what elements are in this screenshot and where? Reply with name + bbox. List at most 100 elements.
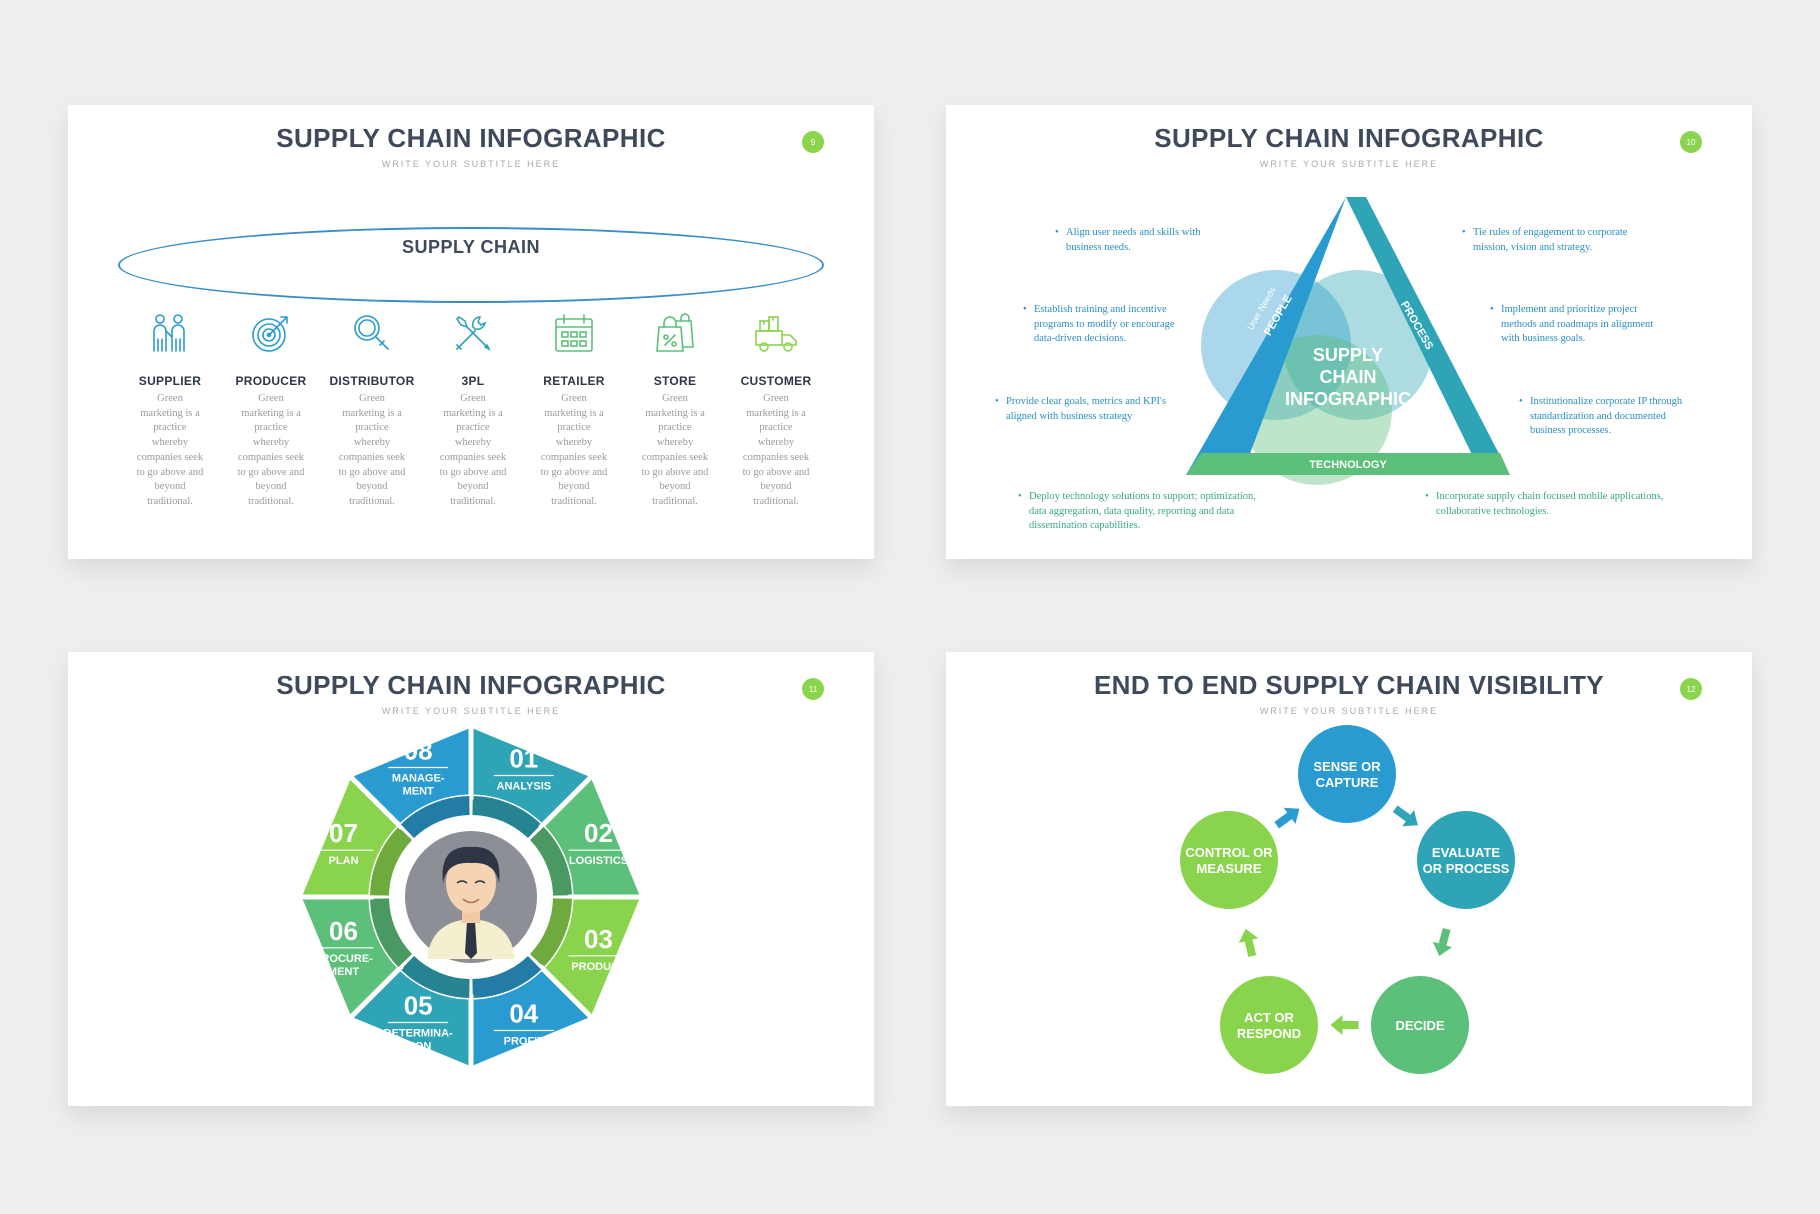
triangle-base [1186, 453, 1510, 475]
flow-arrow [1274, 807, 1300, 829]
cycle-step-label: ACT OR [1244, 1010, 1294, 1025]
segment-label: PLAN [329, 855, 359, 867]
flow-arrow [1392, 805, 1418, 827]
technology-sub-label: IT Capabilities [1320, 484, 1377, 494]
slide-subtitle: WRITE YOUR SUBTITLE HERE [1259, 706, 1439, 716]
column-label: RETAILER [543, 374, 605, 388]
worker-icon [153, 314, 185, 352]
column-description: Green marketing is a practice whereby co… [641, 393, 709, 507]
page-number-badge: 12 [1680, 678, 1702, 700]
cycle-step-label: OR PROCESS [1423, 861, 1510, 876]
segment-number: 07 [329, 818, 358, 848]
slide-title: SUPPLY CHAIN INFOGRAPHIC [276, 670, 666, 700]
bullet-people-2: Establish training and incentiveprograms… [1023, 303, 1175, 347]
column-label: DISTRIBUTOR [329, 374, 415, 388]
supply-chain-arc [118, 227, 824, 303]
segment-label: MENT [403, 786, 434, 798]
segment-number: 05 [404, 990, 433, 1020]
calendar-icon [555, 314, 593, 352]
column-label: SUPPLIER [138, 374, 202, 388]
center-label-line: SUPPLY [1313, 345, 1383, 365]
slide-process-wheel[interactable]: SUPPLY CHAIN INFOGRAPHIC WRITE YOUR SUBT… [68, 652, 874, 1106]
segment-label: ANALYSIS [497, 781, 552, 793]
cycle-step-label: MEASURE [1196, 861, 1261, 876]
magnifier-icon [354, 315, 389, 350]
column-description: Green marketing is a practice whereby co… [540, 393, 608, 507]
avatar-face [446, 853, 496, 913]
segment-label: PROCURE- [314, 953, 373, 965]
avatar-tie [465, 921, 477, 959]
bullet-process-1: Tie rules of engagement to corporatemiss… [1462, 226, 1627, 255]
bullet-process-3: Institutionalize corporate IP throughsta… [1519, 395, 1682, 439]
segment-label: DETERMINA- [384, 1027, 453, 1039]
cycle-step-label: EVALUATE [1432, 845, 1500, 860]
segment-label: LOGISTICS [569, 855, 628, 867]
wheel-inner-ring-segment [472, 955, 542, 998]
flow-arrow [1432, 927, 1453, 956]
column-label: PRODUCER [235, 374, 307, 388]
wheel-inner-ring-segment [472, 796, 542, 839]
segment-number: 06 [329, 916, 358, 946]
column-description: Green marketing is a practice whereby co… [742, 393, 810, 507]
flow-arrow [1330, 1015, 1359, 1035]
bullet-technology-2: Incorporate supply chain focused mobile … [1425, 490, 1663, 519]
target-icon [252, 316, 288, 352]
bullet-technology-1: Deploy technology solutions to support; … [1018, 490, 1256, 534]
wheel-inner-ring-segment [400, 796, 470, 839]
column-customer: CUSTOMER Green marketing is a practice w… [727, 311, 825, 510]
column-store: STORE Green marketing is a practice wher… [626, 311, 724, 510]
center-label-line: INFOGRAPHIC [1285, 389, 1411, 409]
segment-label: PROFIT [504, 1035, 545, 1047]
process-circle [1283, 270, 1433, 420]
wheel-inner-ring-segment [370, 898, 413, 968]
slide-title: END TO END SUPPLY CHAIN VISIBILITY [1093, 670, 1605, 700]
slide-visibility-cycle[interactable]: END TO END SUPPLY CHAIN VISIBILITY WRITE… [946, 652, 1752, 1106]
tools-icon [455, 315, 491, 351]
segment-number: 03 [584, 924, 613, 954]
segment-number: 04 [509, 998, 538, 1028]
cycle-step-label: SENSE OR [1313, 759, 1381, 774]
segment-number: 02 [584, 818, 613, 848]
column-description: Green marketing is a practice whereby co… [439, 393, 507, 507]
avatar-mouth [462, 898, 480, 904]
cycle-step-label: RESPOND [1237, 1026, 1301, 1041]
column-description: Green marketing is a practice whereby co… [237, 393, 305, 507]
page-number-badge: 10 [1680, 131, 1702, 153]
flow-arrow [1238, 928, 1259, 958]
process-wheel-diagram: 01ANALYSIS02LOGISTICS03PRODUCT04PROFIT05… [295, 721, 647, 1073]
supply-chain-label: SUPPLY CHAIN [401, 237, 541, 257]
cycle-step-circle [1298, 725, 1396, 823]
triangle-right-edge [1346, 197, 1510, 475]
segment-label: MANAGE- [392, 773, 445, 785]
slide-title: SUPPLY CHAIN INFOGRAPHIC [1154, 123, 1544, 153]
slide-title: SUPPLY CHAIN INFOGRAPHIC [276, 123, 666, 153]
avatar-hair [442, 846, 500, 883]
shopping-bag-icon [656, 313, 694, 352]
venn-triangle-diagram: PEOPLE User Needs PROCESS Business Goals… [1186, 197, 1510, 494]
column-label: CUSTOMER [740, 374, 812, 388]
avatar-eyes [456, 880, 486, 884]
slide-supply-chain-icons[interactable]: SUPPLY CHAIN INFOGRAPHIC WRITE YOUR SUBT… [68, 105, 874, 559]
technology-label: TECHNOLOGY [1309, 459, 1387, 471]
triangle-left-edge [1186, 197, 1346, 475]
column-distributor: DISTRIBUTOR Green marketing is a practic… [323, 311, 421, 510]
cycle-step-circle [1371, 976, 1469, 1074]
cycle-step-label: DECIDE [1395, 1018, 1444, 1033]
businessman-avatar-icon [393, 819, 549, 975]
column-description: Green marketing is a practice whereby co… [136, 393, 204, 507]
cycle-step-circle [1180, 811, 1278, 909]
column-description: Green marketing is a practice whereby co… [338, 393, 406, 507]
bullet-people-3: Provide clear goals, metrics and KPI'sal… [995, 395, 1166, 424]
column-producer: PRODUCER Green marketing is a practice w… [222, 311, 320, 510]
segment-number: 08 [404, 736, 433, 766]
bullet-process-2: Implement and prioritize projectmethods … [1490, 303, 1653, 347]
wheel-inner-ring-segment [400, 955, 470, 998]
slide-venn-triangle[interactable]: SUPPLY CHAIN INFOGRAPHIC WRITE YOUR SUBT… [946, 105, 1752, 559]
column-label: STORE [653, 374, 697, 388]
column-supplier: SUPPLIER Green marketing is a practice w… [121, 311, 219, 510]
center-label-line: CHAIN [1320, 367, 1377, 387]
column-3pl: 3PL Green marketing is a practice whereb… [424, 311, 522, 510]
segment-number: 01 [509, 744, 538, 774]
segment-label: MENT [328, 966, 359, 978]
